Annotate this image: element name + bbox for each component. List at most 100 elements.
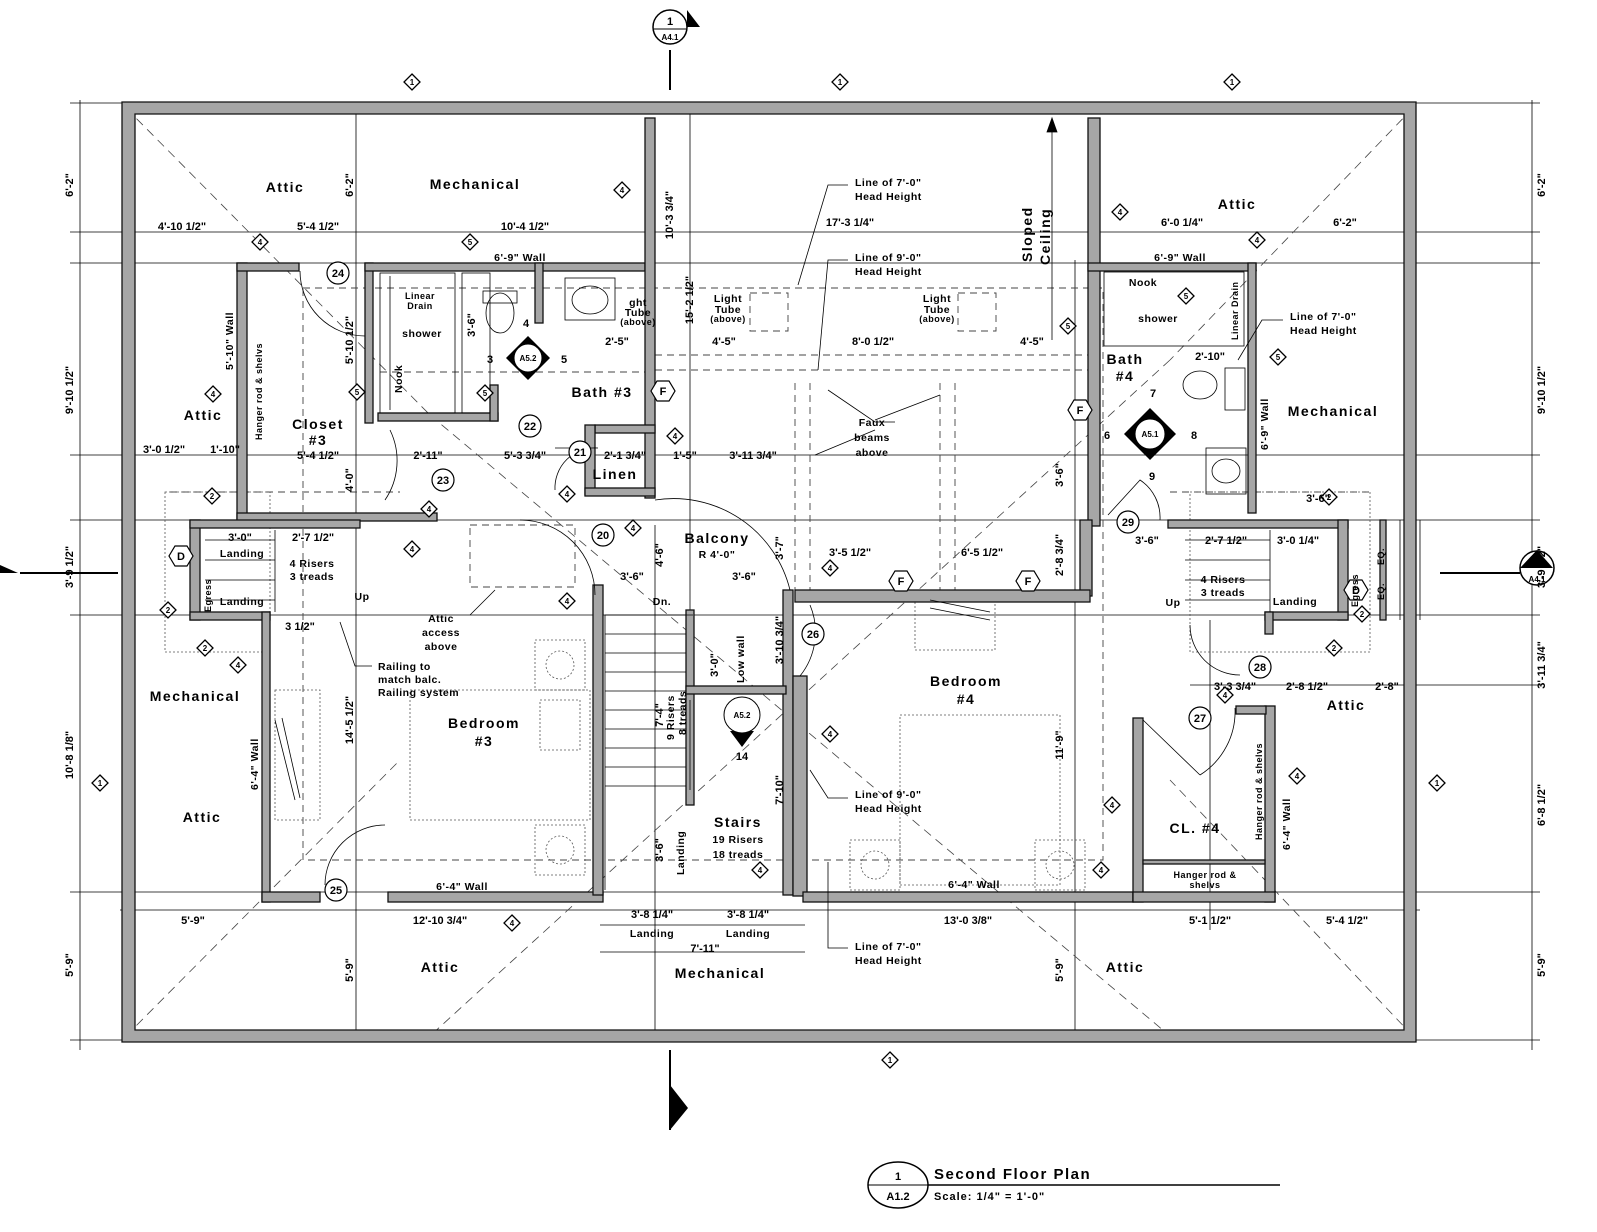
wall-type-diamond: 4 [229, 656, 247, 674]
room-cl4: CL. #4 [1169, 820, 1220, 836]
wall-type-diamond: 4 [751, 861, 769, 879]
wall-type-diamond: 5 [1177, 287, 1195, 305]
interior-walls [189, 117, 1387, 903]
wall-type-diamond: 5 [1269, 348, 1287, 366]
title-text: Second Floor Plan [934, 1166, 1091, 1183]
svg-text:5: 5 [1066, 322, 1071, 331]
dim-left-9-10: 9'-10 1/2" [64, 366, 76, 414]
svg-text:4: 4 [1099, 866, 1104, 875]
room-mechanical-right: Mechanical [1288, 403, 1378, 419]
dim-in-2-11: 2'-11" [413, 450, 442, 462]
dim-in-1-5: 1'-5" [673, 450, 697, 462]
dim-bot-5-4: 5'-4 1/2" [1326, 915, 1368, 927]
room-bedroom3-num: #3 [475, 733, 494, 749]
elevation-markers: A5.2 4 3 5 A5.1 7 6 8 9 A5.2 14 [487, 318, 1197, 763]
dim-in-14-5: 14'-5 1/2" [344, 696, 356, 744]
elev-3: 3 [487, 354, 493, 366]
note-wall-64-bottom-left: 6'-4" Wall [436, 881, 488, 893]
door-tag: 23 [431, 468, 455, 492]
wall-type-diamond: 5 [476, 384, 494, 402]
room-attic-left-low: Attic [183, 809, 222, 825]
room-attic-right-mid: Attic [1327, 697, 1366, 713]
window-tag-f: F [1067, 399, 1093, 421]
dim-left-10-8: 10'-8 1/8" [64, 731, 76, 779]
svg-text:4: 4 [758, 866, 763, 875]
dim-left-6-2: 6'-2" [64, 173, 76, 197]
wall-type-diamond: 4 [666, 427, 684, 445]
annotations: Line of 7'-0" Head Height Line of 9'-0" … [203, 116, 1386, 967]
room-balcony: Balcony [685, 530, 750, 546]
balcony-radius: R 4'-0" [699, 549, 736, 561]
dim-in-7-4: 7'-4" [654, 703, 666, 727]
svg-text:1: 1 [888, 1056, 893, 1065]
svg-text:4: 4 [828, 564, 833, 573]
note-light-tube1-c: (above) [710, 314, 746, 324]
note-wall-510: 5'-10" Wall [224, 312, 236, 370]
elev-8: 8 [1191, 430, 1197, 442]
dim-in-4-6: 4'-6" [654, 543, 666, 567]
svg-text:2: 2 [210, 492, 215, 501]
note-treads-right: 3 treads [1201, 587, 1245, 599]
dim-in-3-11: 3'-11 3/4" [729, 450, 777, 462]
note-wall-69-right: 6'-9" Wall [1154, 252, 1206, 264]
note-wall-69-vertical: 6'-9" Wall [1259, 398, 1271, 450]
dim-top-17-3: 17'-3 1/4" [826, 217, 874, 229]
svg-text:22: 22 [524, 421, 536, 433]
elev-a51: A5.1 [1142, 430, 1159, 439]
note-railing-b: match balc. [378, 674, 441, 686]
dim-bot-12-10: 12'-10 3/4" [413, 915, 467, 927]
note-egress-right: Egress [1350, 574, 1360, 607]
dim-bot-3-8a: 3'-8 1/4" [631, 909, 673, 921]
svg-text:20: 20 [597, 530, 609, 542]
note-sloped: Sloped [1019, 206, 1035, 262]
room-closet3-num: #3 [309, 432, 328, 448]
note-light-tube2-b: Tube [924, 304, 950, 316]
svg-text:2: 2 [166, 606, 171, 615]
wall-type-diamond: 4 [624, 519, 642, 537]
wall-type-diamond: 1 [1223, 73, 1241, 91]
dim-in-3-0d: 3'-0" [709, 653, 721, 677]
note-hanger-left: Hanger rod & shelvs [254, 343, 264, 440]
dim-right-6-2: 6'-2" [1536, 173, 1548, 197]
wall-type-diamond: 4 [251, 233, 269, 251]
dim-right-3-9: 3'-9 1/2" [1536, 546, 1548, 588]
room-attic-tr: Attic [1218, 196, 1257, 212]
wall-type-diamond: 4 [204, 385, 222, 403]
svg-text:4: 4 [510, 919, 515, 928]
svg-text:4: 4 [1295, 772, 1300, 781]
note-up-left: Up [355, 591, 370, 603]
room-attic-left: Attic [184, 407, 223, 423]
note-attic-access: Attic [428, 613, 454, 625]
dim-in-2-7b: 2'-7 1/2" [1205, 535, 1247, 547]
egress-window-tag-d: D [168, 545, 194, 567]
note-line7-bottom: Line of 7'-0" [855, 941, 921, 953]
dim-in-7-10: 7'-10" [774, 775, 786, 805]
dim-right-3-11: 3'-11 3/4" [1536, 641, 1548, 689]
svg-text:4: 4 [565, 490, 570, 499]
stairs-treads: 18 treads [713, 849, 764, 861]
note-line9-low-b: Head Height [855, 803, 922, 815]
room-bath3: Bath #3 [571, 384, 632, 400]
dim-in-1-10: 1'-10" [210, 444, 240, 456]
room-bath4-num: #4 [1116, 368, 1135, 384]
svg-text:1: 1 [1230, 78, 1235, 87]
svg-text:D: D [177, 551, 185, 563]
svg-text:F: F [660, 386, 667, 398]
wall-type-diamond: 4 [613, 181, 631, 199]
svg-text:F: F [898, 576, 905, 588]
dim-bot-3-8b: 3'-8 1/4" [727, 909, 769, 921]
svg-text:2: 2 [1360, 610, 1365, 619]
dim-in-3-6b: 3'-6" [1054, 463, 1066, 487]
note-faux-c: above [856, 447, 889, 459]
wall-type-diamond: 4 [403, 540, 421, 558]
door-tag: 20 [591, 523, 615, 547]
svg-text:4: 4 [427, 505, 432, 514]
door-tag: 28 [1248, 655, 1272, 679]
window-tag-f: F [888, 570, 914, 592]
note-linear-drain-left-b: Drain [407, 301, 433, 311]
svg-text:5: 5 [483, 389, 488, 398]
note-treads-left: 3 treads [290, 571, 334, 583]
dim-right-9-10: 9'-10 1/2" [1536, 366, 1548, 414]
